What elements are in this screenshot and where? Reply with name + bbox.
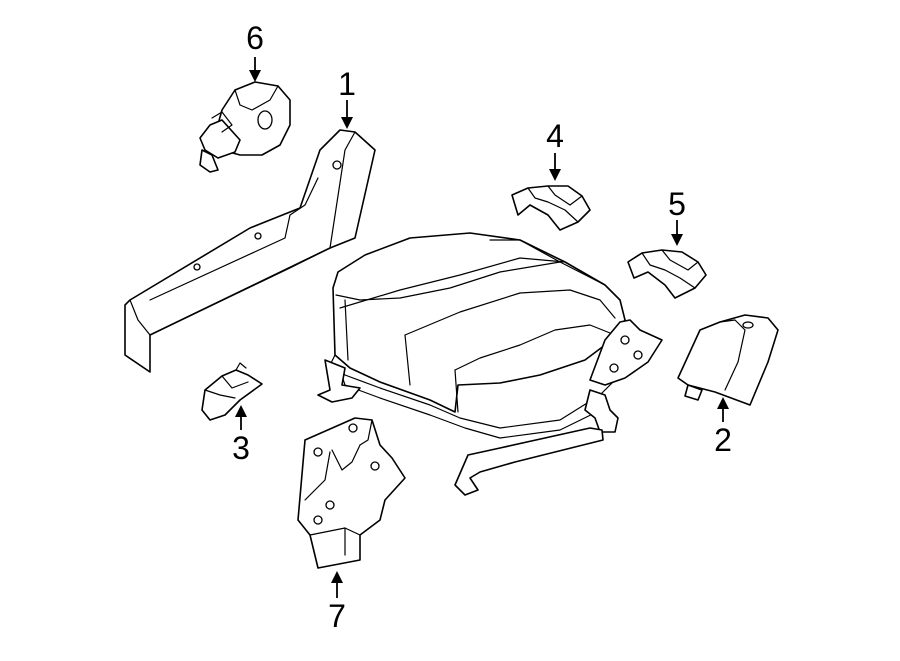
part-4-cover xyxy=(511,185,591,231)
seat-cushion xyxy=(317,232,626,496)
recliner-bracket xyxy=(589,319,663,386)
part-1-hole xyxy=(193,263,201,271)
part-1-hole xyxy=(254,232,262,240)
part-6-knob xyxy=(199,81,291,173)
part-1-hole xyxy=(332,160,342,170)
callout-1: 1 xyxy=(338,66,356,102)
arrowhead-2 xyxy=(717,397,729,409)
arrowhead-4 xyxy=(549,169,561,181)
arrowhead-5 xyxy=(671,234,683,246)
part-7-bracket xyxy=(297,417,406,569)
callout-3: 3 xyxy=(232,430,250,466)
arrowhead-1 xyxy=(341,117,353,129)
arrowhead-3 xyxy=(235,405,247,417)
callout-6: 6 xyxy=(246,20,264,56)
callout-4: 4 xyxy=(546,118,564,154)
part-5-cover xyxy=(627,249,707,299)
leader-arrows xyxy=(235,57,729,598)
callout-2: 2 xyxy=(714,422,732,458)
callout-7: 7 xyxy=(328,598,346,634)
arrowhead-7 xyxy=(331,571,343,583)
part-2-end-cap xyxy=(677,314,779,406)
part-1-side-shield xyxy=(124,129,376,373)
part-3-clip xyxy=(201,362,263,421)
callout-5: 5 xyxy=(668,186,686,222)
arrowhead-6 xyxy=(249,70,261,82)
